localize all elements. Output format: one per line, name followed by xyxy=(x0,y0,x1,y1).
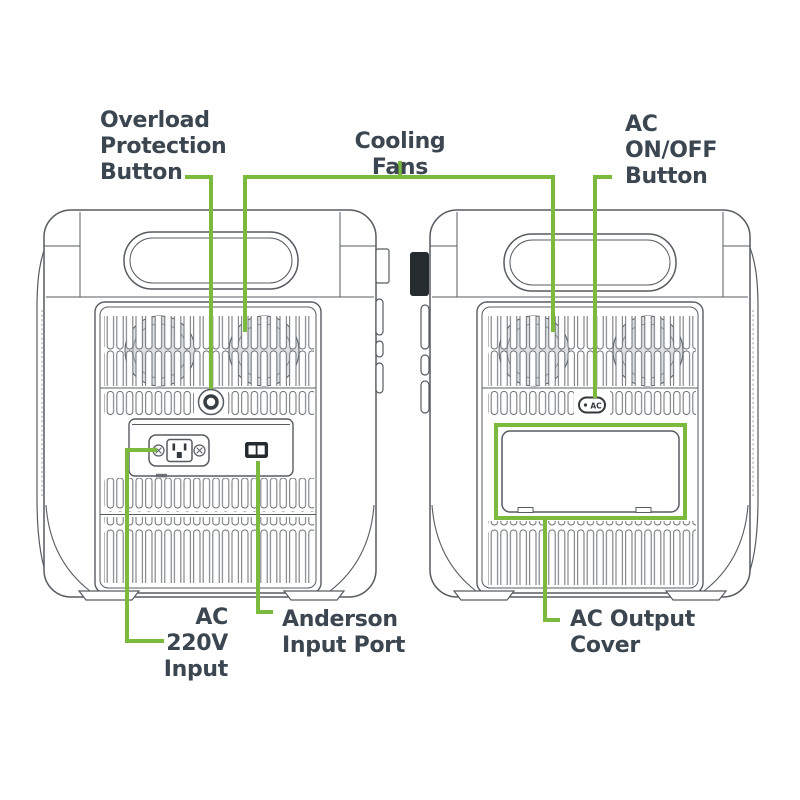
side-knob xyxy=(410,252,429,296)
ac-button-marking: AC xyxy=(590,401,602,410)
vent-slats xyxy=(488,521,696,585)
right-device: AC xyxy=(410,209,759,601)
label-ac-220v-input: AC 220V Input xyxy=(163,605,229,682)
anderson-port xyxy=(245,442,268,458)
side-button xyxy=(375,340,384,358)
vent-slats xyxy=(104,517,314,583)
vent-slats xyxy=(610,390,696,416)
vent-recess xyxy=(94,301,322,594)
panel-notch xyxy=(156,473,167,478)
vent-slats xyxy=(104,478,314,512)
right-side-edge xyxy=(745,242,759,582)
vent-recess xyxy=(476,301,704,594)
label-ac-output-cover: AC Output Cover xyxy=(570,607,695,658)
callout-line-cooling-bracket xyxy=(243,175,555,332)
carry-handle xyxy=(503,233,677,292)
device-foot xyxy=(77,590,141,601)
callout-lines xyxy=(125,161,687,643)
side-button xyxy=(420,354,430,376)
carry-handle-inner xyxy=(509,239,671,286)
overload-protection-button-ring xyxy=(203,394,219,410)
callout-line-ac-220v xyxy=(125,448,164,643)
label-ac-on-off-button: AC ON/OFF Button xyxy=(625,112,718,189)
ac-output-cover xyxy=(501,430,680,513)
side-button xyxy=(420,380,430,414)
vent-slats xyxy=(104,390,194,416)
ac-on-off-button: AC xyxy=(578,396,606,414)
vent-recess-inner xyxy=(481,306,699,589)
label-cooling-fans: Cooling Fans xyxy=(354,129,446,180)
vent-slats xyxy=(488,390,574,416)
callout-line-overload xyxy=(185,175,213,389)
callout-line-anderson xyxy=(256,461,273,614)
device-foot xyxy=(664,590,728,601)
device-foot xyxy=(282,590,346,601)
label-overload-protection-button: Overload Protection Button xyxy=(100,108,227,185)
side-tab xyxy=(375,248,390,284)
vent-recess-inner xyxy=(99,306,317,589)
vent-slats xyxy=(228,390,314,416)
side-button xyxy=(375,298,384,336)
cover-notch xyxy=(517,507,534,513)
callout-line-ac-output xyxy=(543,518,560,622)
ac-output-cover-highlight xyxy=(494,423,687,520)
side-button xyxy=(375,362,384,394)
vent-slats-fan-row xyxy=(488,316,696,386)
shell-seams xyxy=(430,212,750,298)
cover-notch xyxy=(635,507,652,513)
ac-220v-inlet xyxy=(148,434,210,467)
callout-line-ac-on-off xyxy=(593,175,612,398)
left-side-edge xyxy=(36,242,50,582)
side-button xyxy=(420,304,430,350)
device-foot xyxy=(452,590,516,601)
label-anderson-input-port: Anderson Input Port xyxy=(282,607,406,658)
